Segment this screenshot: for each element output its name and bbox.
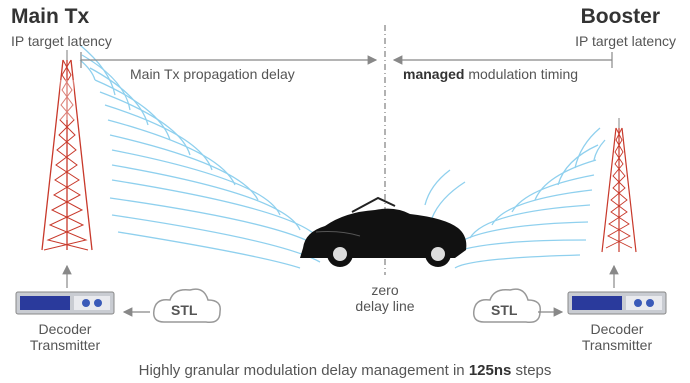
main-tx-tower (41, 50, 93, 251)
booster-tower (601, 118, 637, 253)
footer-value: 125 (468, 362, 494, 379)
managed-word: managed (403, 66, 465, 82)
car-icon (300, 196, 467, 267)
footer-caption: Highly granular modulation delay managem… (0, 362, 690, 379)
right-unit-line2: Transmitter (581, 337, 653, 353)
zero-line-1: zero (371, 282, 399, 298)
right-decoder-transmitter-unit (567, 291, 667, 315)
right-stl-label: STL (491, 302, 518, 318)
booster-title: Booster (580, 5, 660, 28)
left-stl-cloud-icon (152, 288, 221, 324)
timing-rest: modulation timing (464, 66, 579, 82)
right-unit-label: Decoder Transmitter (562, 321, 672, 353)
left-unit-line2: Transmitter (29, 337, 101, 353)
footer-before: Highly granular modulation delay managem… (138, 362, 469, 379)
footer-unit: ns (493, 362, 512, 379)
managed-timing-label: managed modulation timing (403, 66, 578, 82)
main-tx-subtitle: IP target latency (11, 33, 112, 49)
zero-delay-label: zero delay line (345, 282, 425, 314)
footer-after: steps (511, 362, 552, 379)
booster-subtitle: IP target latency (575, 33, 676, 49)
right-unit-line1: Decoder (590, 321, 644, 337)
main-tx-title: Main Tx (11, 5, 90, 28)
zero-line-2: delay line (355, 298, 415, 314)
propagation-delay-label: Main Tx propagation delay (130, 66, 295, 82)
left-unit-label: Decoder Transmitter (10, 321, 120, 353)
left-decoder-transmitter-unit (15, 291, 115, 315)
left-unit-line1: Decoder (38, 321, 92, 337)
left-stl-label: STL (171, 302, 198, 318)
